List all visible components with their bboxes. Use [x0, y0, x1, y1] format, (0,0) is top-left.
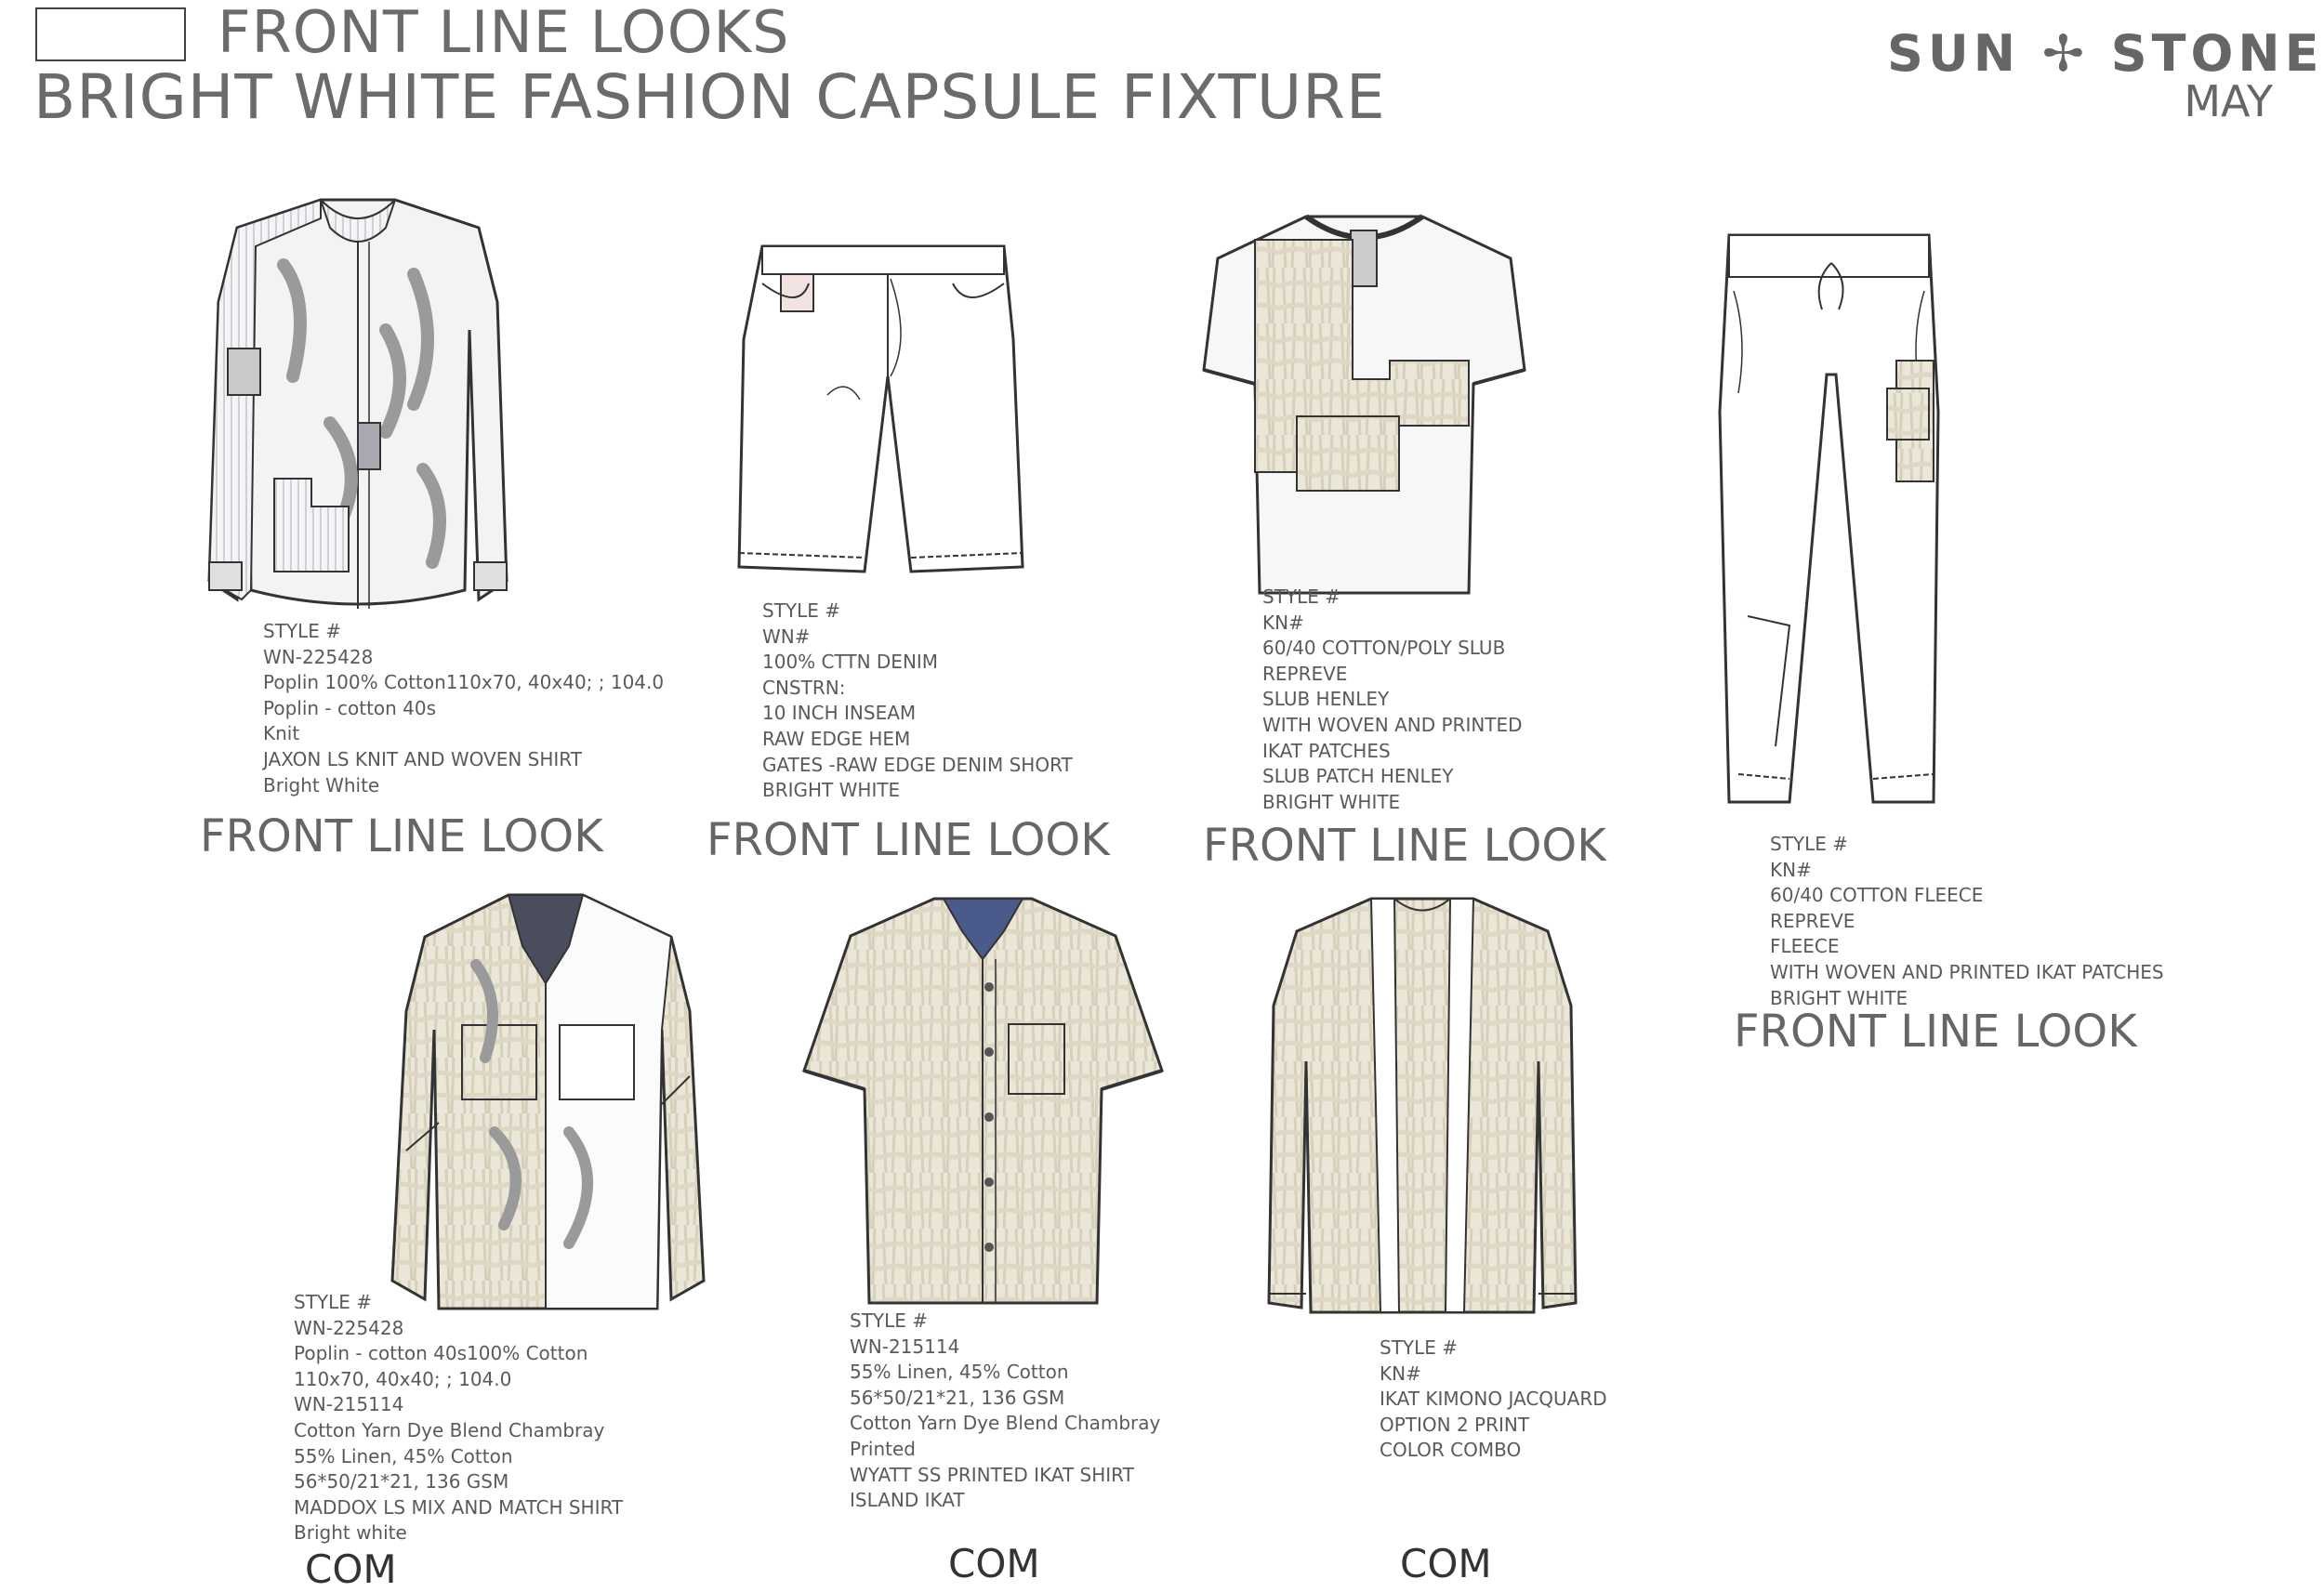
jogger-pant-icon — [1718, 233, 1940, 804]
kimono-cardigan-icon — [1267, 897, 1578, 1314]
page-title: FRONT LINE LOOKS — [218, 0, 790, 66]
denim-short-icon — [737, 244, 1024, 573]
mix-match-shirt-icon — [390, 893, 706, 1310]
title-frame — [35, 7, 186, 61]
com-label: COM — [1400, 1541, 1492, 1586]
page-subtitle: BRIGHT WHITE FASHION CAPSULE FIXTURE — [33, 61, 1386, 133]
front-line-look-label: FRONT LINE LOOK — [1734, 1006, 2137, 1058]
front-line-look-label: FRONT LINE LOOK — [1203, 820, 1606, 872]
front-line-look-label: FRONT LINE LOOK — [706, 814, 1110, 866]
henley-tee-icon — [1202, 214, 1526, 595]
com-label: COM — [948, 1541, 1040, 1586]
month-label: MAY — [2184, 76, 2273, 126]
com-label: COM — [305, 1546, 397, 1592]
ss-ikat-shirt-icon — [802, 897, 1164, 1305]
front-line-look-label: FRONT LINE LOOK — [200, 810, 603, 862]
ls-knit-woven-shirt-icon — [207, 198, 508, 609]
brand-logo: SUN ✢ STONE — [1887, 24, 2324, 83]
